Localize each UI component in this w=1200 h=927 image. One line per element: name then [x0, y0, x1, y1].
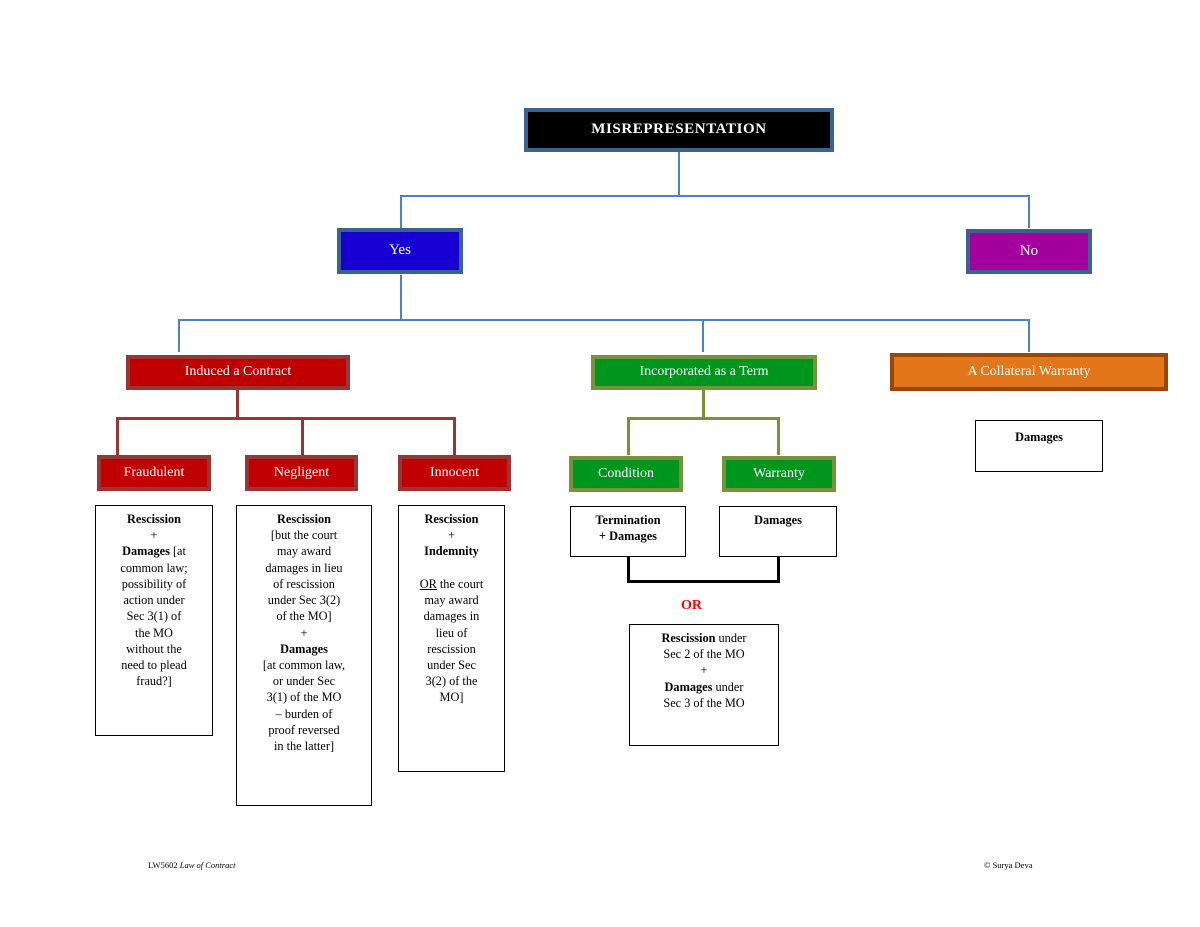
node-warranty-label: Warranty — [753, 465, 805, 481]
connector-to-fraudulent — [116, 417, 119, 455]
node-yes-label: Yes — [389, 242, 411, 259]
connector-to-innocent — [453, 417, 456, 455]
connector-green-horizontal — [627, 417, 779, 420]
node-fraudulent[interactable]: Fraudulent — [97, 455, 211, 491]
node-warranty[interactable]: Warranty — [722, 456, 836, 492]
node-fraudulent-label: Fraudulent — [123, 464, 185, 480]
footer-left: LW5602 Law of Contract — [148, 860, 235, 870]
footer-course-code: LW5602 — [148, 860, 178, 870]
remedy-condition-text: Termination+ Damages — [595, 513, 661, 544]
connector-to-incorporated — [702, 319, 704, 352]
node-negligent-label: Negligent — [273, 464, 330, 480]
node-negligent[interactable]: Negligent — [245, 455, 358, 491]
node-incorporated-label: Incorporated as a Term — [639, 364, 769, 380]
connector-incorporated-down — [702, 390, 705, 419]
connector-termination-down — [627, 557, 630, 582]
node-yes[interactable]: Yes — [337, 228, 463, 274]
connector-to-collateral — [1028, 319, 1030, 352]
connector-yes-down — [400, 275, 402, 320]
node-innocent[interactable]: Innocent — [398, 455, 511, 491]
node-induced-a-contract[interactable]: Induced a Contract — [126, 355, 350, 390]
node-no-label: No — [1019, 242, 1039, 259]
footer-course-title: Law of Contract — [179, 860, 236, 870]
connector-level3-horizontal — [178, 319, 1030, 321]
remedy-collateral-text: Damages — [1015, 430, 1063, 444]
node-collateral-warranty[interactable]: A Collateral Warranty — [890, 353, 1168, 391]
connector-to-negligent — [301, 417, 304, 455]
connector-to-warranty — [777, 417, 780, 455]
node-collateral-label: A Collateral Warranty — [967, 363, 1091, 379]
connector-red-horizontal — [116, 417, 456, 420]
remedy-box-warranty: Damages — [719, 506, 837, 557]
or-label: OR — [681, 598, 702, 613]
connector-title-horizontal — [400, 195, 1030, 197]
connector-to-condition — [627, 417, 630, 455]
node-induced-label: Induced a Contract — [184, 364, 292, 380]
node-misrepresentation[interactable]: MISREPRESENTATION — [524, 108, 834, 152]
remedy-box-collateral: Damages — [975, 420, 1103, 472]
node-no[interactable]: No — [966, 229, 1092, 274]
connector-merge-horizontal — [627, 580, 780, 583]
node-incorporated-as-a-term[interactable]: Incorporated as a Term — [591, 355, 817, 390]
connector-to-no — [1028, 195, 1030, 228]
connector-damages-down — [777, 557, 780, 582]
remedy-box-condition: Termination+ Damages — [570, 506, 686, 557]
connector-title-down — [678, 150, 680, 196]
connector-induced-down — [236, 390, 239, 419]
node-innocent-label: Innocent — [430, 464, 479, 480]
node-condition[interactable]: Condition — [569, 456, 683, 492]
connector-to-yes — [400, 195, 402, 228]
remedy-warranty-text: Damages — [754, 513, 802, 527]
node-misrepresentation-label: MISREPRESENTATION — [591, 121, 767, 138]
connector-to-induced — [178, 319, 180, 352]
node-condition-label: Condition — [597, 465, 654, 481]
footer-right: © Surya Deva — [984, 860, 1033, 870]
